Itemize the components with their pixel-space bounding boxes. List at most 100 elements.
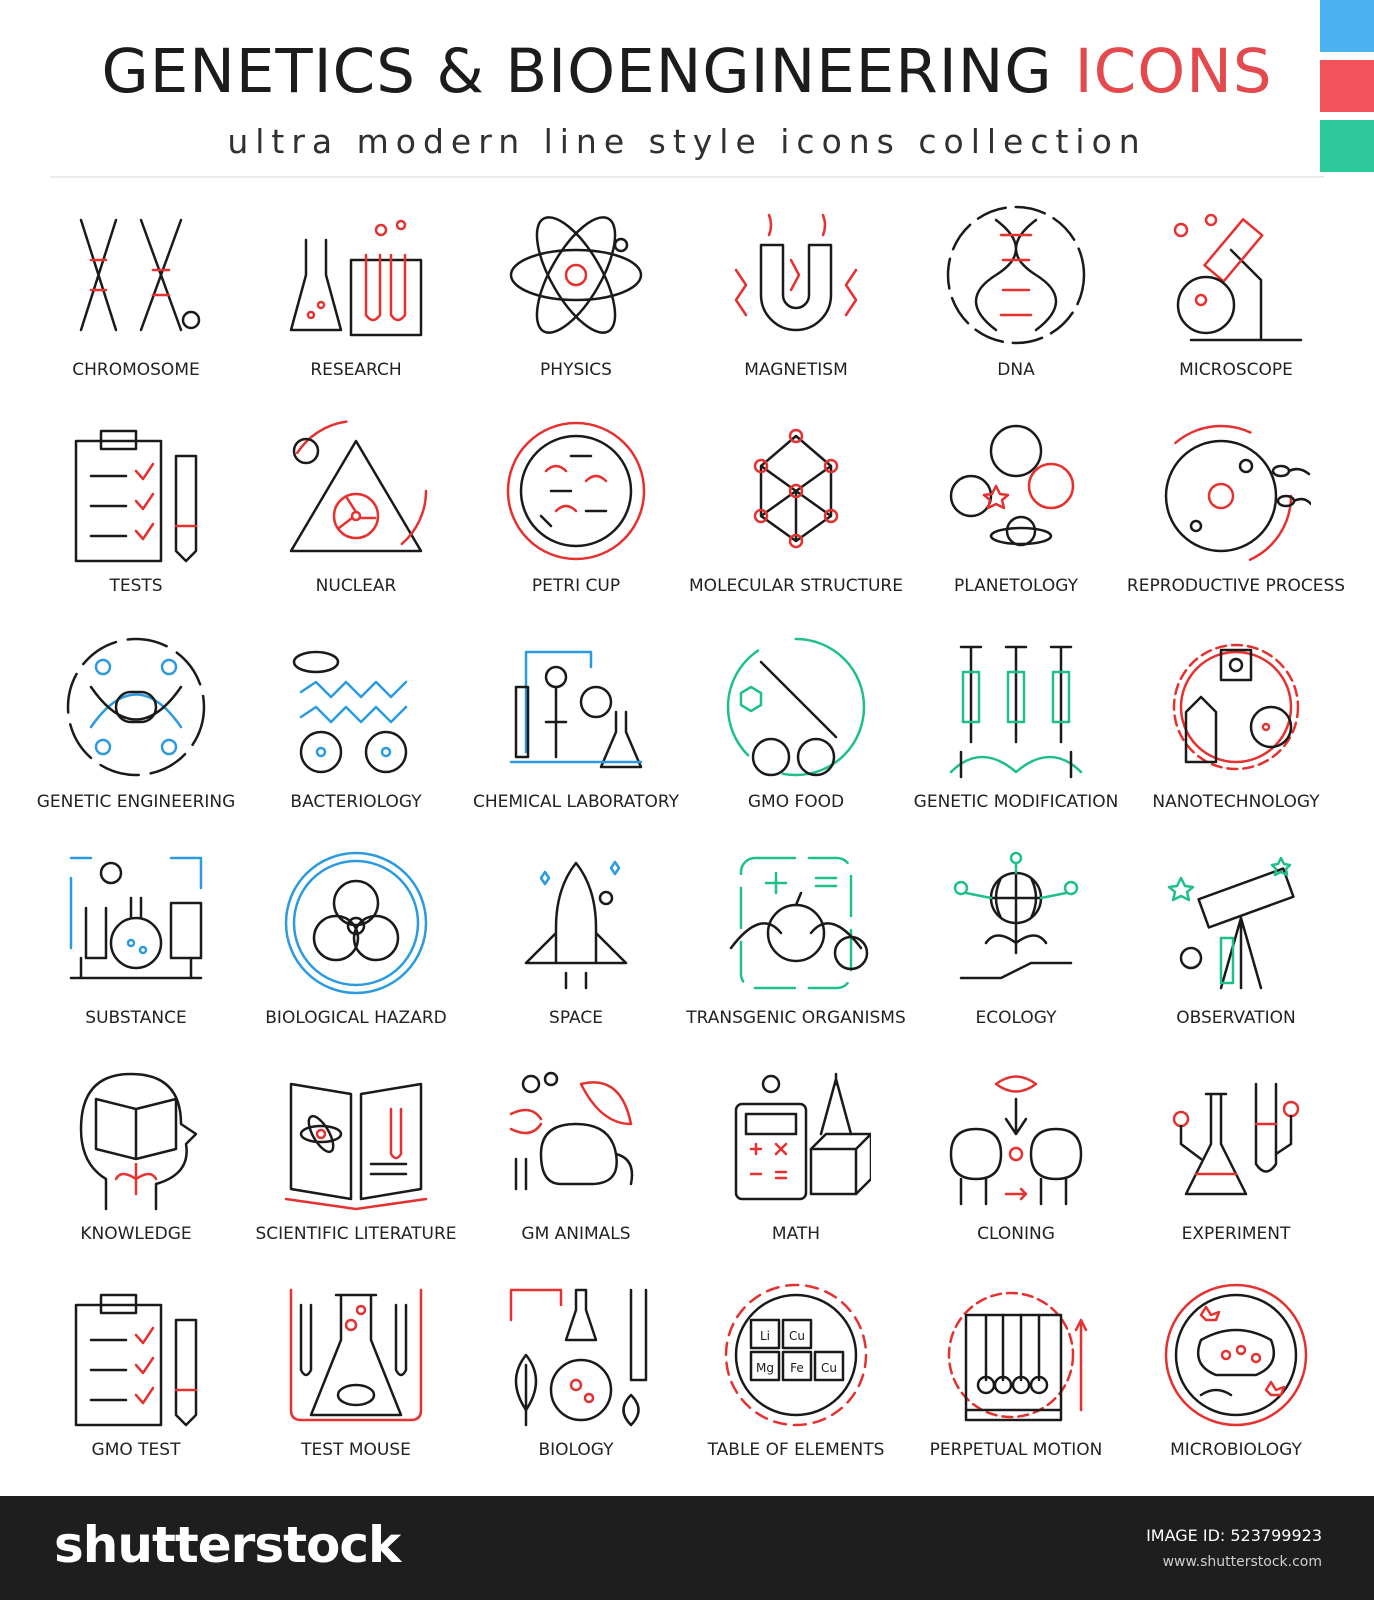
icon-label: MOLECULAR STRUCTURE [689,576,903,596]
icon-label: RESEARCH [310,360,402,380]
icon-label: MAGNETISM [744,360,848,380]
icon-label: SUBSTANCE [85,1008,187,1028]
icon-label: CHROMOSOME [72,360,200,380]
icon-label: OBSERVATION [1176,1008,1296,1028]
atom-icon [509,216,643,334]
icon-label: MATH [771,1224,821,1244]
icon-label: BIOLOGY [538,1440,614,1460]
microscope-icon [1173,213,1303,342]
divider [50,176,1324,178]
beaker-icon [1172,1082,1300,1196]
icon-label: EXPERIMENT [1181,1224,1291,1244]
molecule-icon [753,428,839,549]
icon-tile: PLANETOLOGY [906,404,1126,620]
icon-label: GMO FOOD [747,792,845,812]
icon-tile: REPRODUCTIVE PROCESS [1126,404,1346,620]
icon-tile: SCIENTIFIC LITERATURE [246,1052,466,1268]
icon-tile: CHROMOSOME [26,188,246,404]
magnet-icon [734,213,858,332]
icon-label: GENETIC ENGINEERING [36,792,236,812]
icon-tile: TEST MOUSE [246,1268,466,1484]
syringes-icon [949,645,1083,779]
icon-label: KNOWLEDGE [80,1224,192,1244]
icon-label: DNA [997,360,1035,380]
icon-tile: CHEMICAL LABORATORY [466,620,686,836]
bacteria-icon [292,650,408,774]
icon-label: TESTS [109,576,163,596]
rocket-icon [524,860,628,990]
icon-tile: CLONING [906,1052,1126,1268]
icon-tile: OBSERVATION [1126,836,1346,1052]
icon-label: TEST MOUSE [301,1440,411,1460]
sheep-icon [949,1075,1083,1206]
svg-text:Li: Li [760,1329,770,1343]
icon-tile: NANOTECHNOLOGY [1126,620,1346,836]
fruit-icon [729,856,869,990]
icon-tile: RESEARCH [246,188,466,404]
swatch-green [1320,120,1374,172]
brand-logo: shutterstock [54,1516,401,1574]
icon-tile: BIOLOGY [466,1268,686,1484]
icon-label: TRANSGENIC ORGANISMS [686,1008,906,1028]
icon-label: GM ANIMALS [521,1224,631,1244]
icon-tile: NUCLEAR [246,404,466,620]
image-id: IMAGE ID: 523799923 [1146,1526,1322,1545]
icon-tile: GMO FOOD [686,620,906,836]
newton-cradle-icon [947,1291,1088,1422]
title-main: GENETICS & BIOENGINEERING [101,36,1053,107]
petri-dish-icon [506,421,646,561]
footer: shutterstock IMAGE ID: 523799923 www.shu… [0,1496,1374,1600]
page-title: GENETICS & BIOENGINEERING ICONS [0,36,1374,107]
icon-tile: MICROBIOLOGY [1126,1268,1346,1484]
icon-tile: GENETIC MODIFICATION [906,620,1126,836]
chromosome-icon [79,218,201,332]
icon-tile: MAGNETISM [686,188,906,404]
icon-tile: TRANSGENIC ORGANISMS [686,836,906,1052]
icon-tile: MOLECULAR STRUCTURE [686,404,906,620]
icon-grid: CHROMOSOME RESEARCH PHYSICS MAGNETISM DNA MIC… [26,188,1346,1482]
icon-label: MICROSCOPE [1179,360,1293,380]
icon-tile: BACTERIOLOGY [246,620,466,836]
icon-tile: DNA [906,188,1126,404]
icon-tile: PHYSICS [466,188,686,404]
icon-tile: TESTS [26,404,246,620]
leaves-icon [509,1288,648,1427]
title-accent: ICONS [1074,36,1273,107]
svg-text:Mg: Mg [756,1361,774,1375]
flask-mouse-icon [289,1288,423,1422]
icon-tile: GMO TEST [26,1268,246,1484]
icon-label: PETRI CUP [531,576,621,596]
icon-label: GMO TEST [91,1440,181,1460]
calculator-icon [734,1072,871,1201]
icon-tile: EXPERIMENT [1126,1052,1346,1268]
icon-label: PERPETUAL MOTION [929,1440,1103,1460]
icon-label: SCIENTIFIC LITERATURE [255,1224,457,1244]
swatch-red [1320,60,1374,112]
icon-tile: BIOLOGICAL HAZARD [246,836,466,1052]
icon-label: NANOTECHNOLOGY [1152,792,1320,812]
icon-tile: PETRI CUP [466,404,686,620]
planets-icon [949,424,1075,547]
svg-text:Cu: Cu [789,1329,805,1343]
icon-label: MICROBIOLOGY [1170,1440,1302,1460]
icon-label: PLANETOLOGY [954,576,1078,596]
telescope-icon [1167,856,1295,990]
icon-label: NUCLEAR [315,576,397,596]
icon-label: BIOLOGICAL HAZARD [265,1008,447,1028]
radiation-icon [284,419,428,563]
head-book-icon [79,1072,198,1211]
icon-label: ECOLOGY [975,1008,1057,1028]
syringe-icon [726,637,866,777]
dna-icon [946,205,1086,345]
icon-tile: SPACE [466,836,686,1052]
microbe-icon [1164,1283,1308,1427]
icon-tile: SUBSTANCE [26,836,246,1052]
icon-label: GENETIC MODIFICATION [913,792,1119,812]
icon-tile: MICROSCOPE [1126,188,1346,404]
swatch-blue [1320,0,1374,52]
flask-icon [69,856,203,980]
icon-label: BACTERIOLOGY [290,792,422,812]
icon-label: REPRODUCTIVE PROCESS [1126,576,1346,596]
